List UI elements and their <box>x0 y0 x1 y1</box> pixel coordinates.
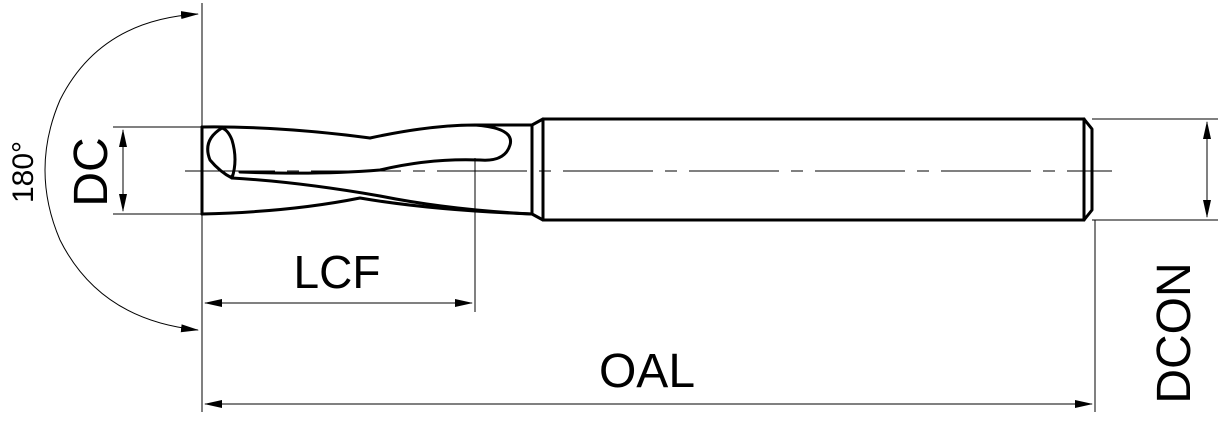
extension-lines <box>113 3 1218 412</box>
flute-body <box>238 123 513 175</box>
angle-label: 180° <box>7 141 40 203</box>
angle-arc <box>44 11 199 333</box>
drill-tool <box>200 117 1094 222</box>
neck-shoulder <box>530 117 545 222</box>
shank-end <box>1082 117 1094 222</box>
oal-label: OAL <box>599 345 695 398</box>
dc-label: DC <box>65 137 118 206</box>
lcf-label: LCF <box>294 246 381 298</box>
helix-edge-1 <box>230 176 534 216</box>
dcon-label: DCON <box>1148 262 1201 403</box>
flute-top-edge <box>200 125 372 140</box>
neck-top <box>473 123 534 216</box>
